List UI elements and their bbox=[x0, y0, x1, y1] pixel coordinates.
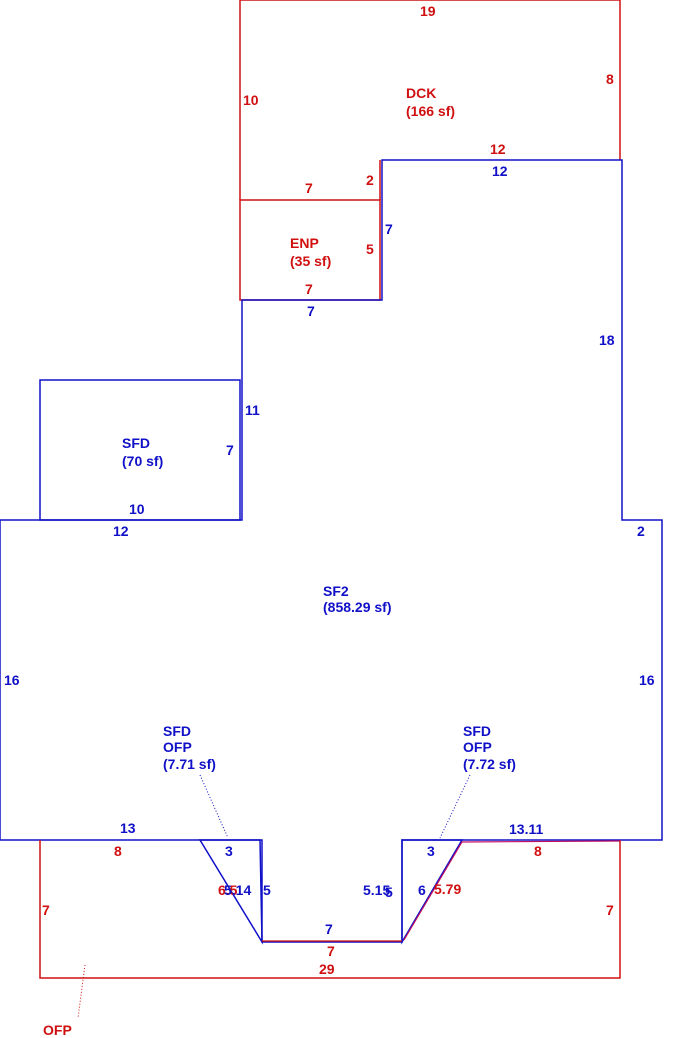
enp-code: ENP bbox=[290, 235, 319, 251]
sfd-outline[interactable] bbox=[39, 379, 241, 521]
sf2-code: SF2 bbox=[323, 583, 349, 599]
sfd-ofp-right-code1: SFD bbox=[463, 723, 491, 739]
dim-sf2-right-upper: 18 bbox=[599, 332, 615, 348]
sf2-area: (858.29 sf) bbox=[323, 599, 391, 615]
dim-sf2-bottom-right: 13.11 bbox=[509, 821, 543, 837]
dim-enp-bottom: 7 bbox=[305, 281, 313, 297]
dim-dck-bottom: 12 bbox=[490, 141, 506, 157]
dim-enp-top: 7 bbox=[305, 180, 313, 196]
notch-red-right-diag bbox=[403, 840, 621, 941]
dim-notch-right-579: 5.79 bbox=[434, 881, 461, 897]
sf2-outline[interactable] bbox=[0, 159, 663, 943]
sfd-ofp-right-code2: OFP bbox=[463, 739, 492, 755]
dim-enp-step: 2 bbox=[366, 172, 374, 188]
dim-sf2-left-top: 12 bbox=[113, 523, 129, 539]
dim-ofp-top-right: 8 bbox=[534, 843, 542, 859]
dim-notch-right-diag: 5.15 bbox=[363, 882, 390, 898]
left-notch-triangle[interactable] bbox=[198, 839, 263, 945]
dim-ofp-left: 7 bbox=[42, 902, 50, 918]
dim-sfd-bottom: 10 bbox=[129, 501, 145, 517]
dim-sfd-right: 7 bbox=[226, 442, 234, 458]
ofp-code: OFP bbox=[43, 1022, 72, 1038]
dim-notch-left-diag-red: 6.5 bbox=[218, 882, 238, 898]
enp-area: (35 sf) bbox=[290, 253, 331, 269]
dim-ofp-bottom: 29 bbox=[319, 961, 335, 977]
dim-notch-bottom-blue: 7 bbox=[325, 921, 333, 937]
dim-sf2-top: 12 bbox=[492, 163, 508, 179]
dim-sf2-left: 16 bbox=[4, 672, 20, 688]
dim-ofp-top-left: 8 bbox=[114, 843, 122, 859]
dim-notch-right-6: 6 bbox=[418, 882, 426, 898]
dim-notch-left-5: 5 bbox=[263, 882, 271, 898]
dim-dck-right: 8 bbox=[606, 71, 614, 87]
dim-sf2-right-step: 2 bbox=[637, 523, 645, 539]
dim-notch-bottom-red: 7 bbox=[327, 943, 335, 959]
sfd-ofp-left-area: (7.71 sf) bbox=[163, 756, 216, 772]
sfd-code: SFD bbox=[122, 435, 150, 451]
leader-ofp bbox=[77, 964, 86, 1019]
dim-sf2-right: 16 bbox=[639, 672, 655, 688]
dck-code: DCK bbox=[406, 85, 436, 101]
dim-notch-left-diag: 5.14 bbox=[224, 882, 251, 898]
dim-ofp-right: 7 bbox=[606, 902, 614, 918]
sfd-ofp-left-code1: SFD bbox=[163, 723, 191, 739]
dim-enp-right: 5 bbox=[366, 241, 374, 257]
leader-left-ofp bbox=[199, 774, 229, 839]
dim-sf2-step-7: 7 bbox=[385, 221, 393, 237]
dck-outline[interactable] bbox=[239, 0, 621, 200]
dim-sf2-enp-bottom: 7 bbox=[307, 303, 315, 319]
sfd-ofp-left-code2: OFP bbox=[163, 739, 192, 755]
ofp-outline[interactable] bbox=[39, 840, 621, 979]
dim-notch-left-3: 3 bbox=[225, 843, 233, 859]
right-notch-triangle[interactable] bbox=[401, 839, 464, 945]
dim-notch-right-3: 3 bbox=[427, 843, 435, 859]
sfd-area: (70 sf) bbox=[122, 453, 163, 469]
sfd-ofp-right-area: (7.72 sf) bbox=[463, 756, 516, 772]
dim-dck-left: 10 bbox=[243, 92, 259, 108]
dck-area: (166 sf) bbox=[406, 103, 455, 119]
dim-sf2-bottom-left: 13 bbox=[120, 820, 136, 836]
dim-dck-top: 19 bbox=[420, 3, 436, 19]
dim-sf2-left-upper: 11 bbox=[245, 402, 260, 418]
dim-notch-right-5: 5 bbox=[385, 884, 393, 900]
leader-right-ofp bbox=[439, 774, 471, 839]
